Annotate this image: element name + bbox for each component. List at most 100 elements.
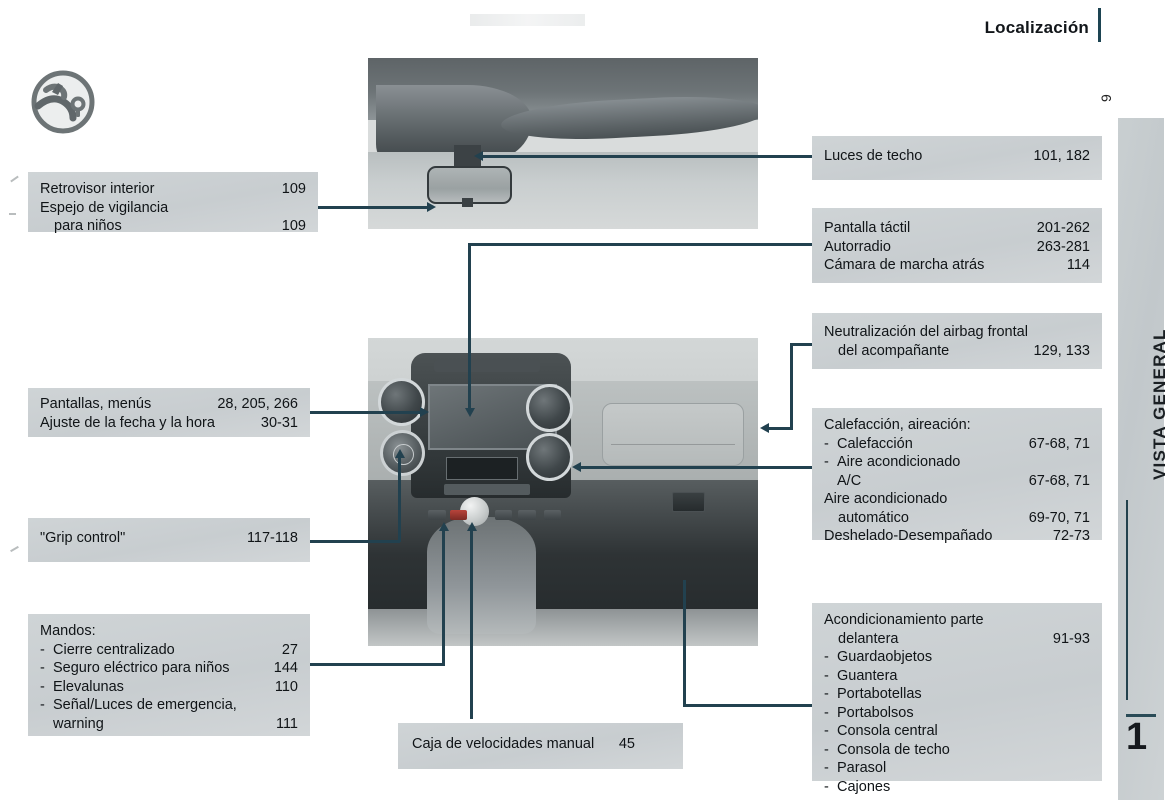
- callout-label: Elevalunas: [53, 678, 124, 695]
- switch-central-locking: [428, 510, 446, 521]
- callout-page: 111: [275, 715, 298, 732]
- callout-line: Caja de velocidades manual 45: [412, 735, 671, 754]
- connector-climate-arrow: [572, 462, 581, 472]
- callout-line: Espejo de vigilancia: [40, 199, 306, 218]
- callout-mirror: Retrovisor interior 109 Espejo de vigila…: [28, 172, 318, 234]
- callout-page: 30-31: [260, 414, 298, 431]
- callout-label: Luces de techo: [824, 148, 923, 164]
- autoradio-buttons: [444, 484, 530, 496]
- callout-line: delantera 91-93: [824, 630, 1090, 649]
- callout-label: Guantera: [837, 667, 898, 684]
- callout-line: - Parasol: [824, 759, 1090, 778]
- air-vent-left: [377, 378, 425, 426]
- callout-label: "Grip control": [40, 530, 126, 546]
- page-title: Localización: [984, 18, 1089, 37]
- callout-gearbox: Caja de velocidades manual 45: [398, 723, 683, 769]
- callout-line: Acondicionamiento parte: [824, 611, 1090, 630]
- callout-line: - Calefacción 67-68, 71: [824, 435, 1090, 454]
- callout-label: Pantalla táctil: [824, 220, 911, 236]
- chapter-tab-rule: [1126, 500, 1128, 700]
- callout-line: Ajuste de la fecha y la hora 30-31: [40, 414, 298, 433]
- scan-artifact: [10, 175, 19, 183]
- connector-infotainment-v: [468, 243, 471, 410]
- callout-page: 67-68, 71: [1028, 435, 1090, 452]
- dashboard-photo: [368, 338, 758, 646]
- bullet-dash: -: [824, 435, 829, 452]
- stack-top-buttons: [434, 359, 540, 372]
- connector-infotainment-arrow: [465, 408, 475, 417]
- connector-gearbox-v: [470, 528, 473, 719]
- connector-ceiling-lights: [482, 155, 812, 158]
- callout-line: Pantalla táctil 201-262: [824, 219, 1090, 238]
- connector-mirror-arrow: [427, 202, 436, 212]
- bullet-dash: -: [40, 641, 45, 658]
- bullet-dash: -: [824, 760, 829, 776]
- callout-label: automático: [838, 509, 909, 526]
- callout-line: Autorradio 263-281: [824, 238, 1090, 257]
- connector-storage-v: [683, 580, 686, 706]
- connector-displays-arrow: [420, 407, 429, 417]
- callout-page: 45: [618, 736, 635, 752]
- connector-grip-v: [398, 455, 401, 542]
- callout-line: - Cierre centralizado 27: [40, 641, 298, 660]
- callout-line: - Guantera: [824, 667, 1090, 686]
- callout-label: Caja de velocidades manual: [412, 736, 595, 752]
- callout-label: Cajones: [837, 778, 891, 795]
- scan-artifact: [10, 545, 19, 553]
- callout-line: - Consola central: [824, 722, 1090, 741]
- callout-label: Consola central: [837, 723, 938, 739]
- bullet-dash: -: [824, 723, 829, 739]
- callout-page: 129, 133: [1033, 342, 1090, 359]
- callout-line: Luces de techo 101, 182: [824, 147, 1090, 166]
- connector-airbag-h1: [790, 343, 815, 346]
- connector-displays: [310, 411, 422, 414]
- scan-artifact: [470, 14, 585, 26]
- callout-label: A/C: [837, 472, 862, 489]
- chapter-tab: [1118, 118, 1164, 800]
- callout-line: Pantallas, menús 28, 205, 266: [40, 395, 298, 414]
- callout-page: 114: [1066, 257, 1090, 273]
- callout-climate: Calefacción, aireación: - Calefacción 67…: [812, 408, 1102, 544]
- bullet-dash: -: [824, 686, 829, 702]
- callout-page: 201-262: [1036, 220, 1090, 236]
- callout-line: - Consola de techo: [824, 741, 1090, 760]
- callout-displays: Pantallas, menús 28, 205, 266 Ajuste de …: [28, 388, 310, 437]
- switch-window: [494, 510, 513, 521]
- callout-label: Deshelado-Desempañado: [824, 528, 993, 544]
- callout-label: Parasol: [837, 760, 887, 776]
- callout-line: - Guardaobjetos: [824, 648, 1090, 667]
- callout-label: delantera: [838, 630, 899, 647]
- connector-storage-h: [683, 704, 815, 707]
- callout-label: Guardaobjetos: [837, 649, 933, 665]
- callout-label: Acondicionamiento parte: [824, 612, 984, 628]
- callout-label: Portabolsos: [837, 704, 914, 721]
- callout-page: 101, 182: [1033, 148, 1090, 164]
- callout-page: 72-73: [1052, 528, 1090, 544]
- switch-child-lock: [518, 510, 536, 521]
- steering-wheel-warning-icon: [28, 66, 98, 138]
- callout-page: 109: [281, 181, 306, 197]
- page-number-value: 9: [1098, 94, 1114, 102]
- callout-page: 263-281: [1036, 238, 1090, 255]
- autoradio-display: [446, 456, 519, 481]
- switch-hazard-warning: [449, 510, 468, 521]
- callout-label: Consola de techo: [837, 741, 950, 758]
- connector-grip-arrow: [395, 449, 405, 458]
- callout-label: Señal/Luces de emergencia,: [53, 697, 237, 713]
- bullet-dash: -: [824, 704, 829, 721]
- callout-line: - Portabotellas: [824, 685, 1090, 704]
- callout-label: Calefacción, aireación:: [824, 417, 971, 433]
- air-vent-right-lower: [525, 433, 573, 482]
- connector-ceiling-lights-arrow: [474, 151, 483, 161]
- connector-infotainment-h: [468, 243, 813, 246]
- callout-label: Cámara de marcha atrás: [824, 257, 985, 273]
- callout-label: Calefacción: [837, 435, 913, 452]
- callout-line: - Aire acondicionado: [824, 453, 1090, 472]
- callout-line: - Cajones: [824, 778, 1090, 797]
- callout-infotainment: Pantalla táctil 201-262 Autorradio 263-2…: [812, 208, 1102, 283]
- connector-airbag-h2: [768, 427, 793, 430]
- callout-storage: Acondicionamiento parte delantera 91-93 …: [812, 603, 1102, 795]
- callout-page: 28, 205, 266: [217, 396, 298, 412]
- callout-label: Portabotellas: [837, 686, 922, 702]
